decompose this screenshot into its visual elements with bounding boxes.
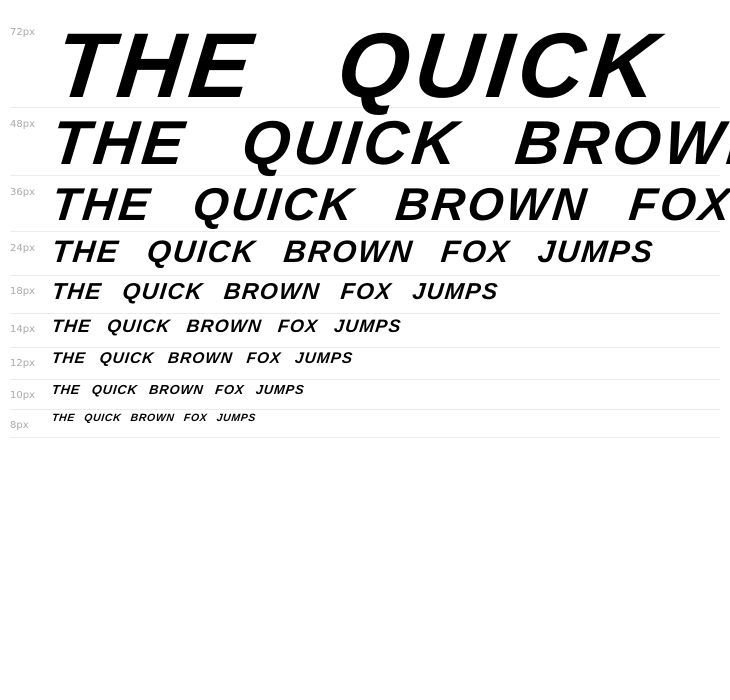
row-18: 18px THE QUICK BROWN FOX JUMPS — [10, 275, 720, 314]
size-label: 36px — [10, 187, 35, 198]
sample-text: THE QUICK BROWN FOX JUMPS — [50, 15, 730, 117]
size-label: 24px — [10, 243, 35, 254]
sample-text: THE QUICK BROWN FOX JUMPS — [51, 412, 257, 424]
row-24: 24px THE QUICK BROWN FOX JUMPS — [10, 231, 720, 276]
size-label: 12px — [10, 358, 35, 369]
size-label: 10px — [10, 390, 35, 401]
sample-text: THE QUICK BROWN FOX JUMPS — [50, 316, 403, 336]
sample-text: THE QUICK BROWN FOX JUMPS — [51, 350, 354, 367]
row-10: 10px THE QUICK BROWN FOX JUMPS — [10, 379, 720, 410]
row-48: 48px THE QUICK BROWN FOX JUMPS — [10, 107, 730, 178]
sample-text: THE QUICK BROWN FOX JUMPS — [51, 382, 306, 397]
row-36: 36px THE QUICK BROWN FOX JUMPS — [10, 175, 730, 232]
size-label: 72px — [10, 27, 35, 38]
row-12: 12px THE QUICK BROWN FOX JUMPS — [10, 347, 720, 380]
size-label: 14px — [10, 324, 35, 335]
sample-text: THE QUICK BROWN FOX JUMPS — [50, 234, 656, 269]
row-14: 14px THE QUICK BROWN FOX JUMPS — [10, 313, 720, 348]
size-label: 48px — [10, 119, 35, 130]
row-72: 72px THE QUICK BROWN FOX JUMPS — [10, 0, 730, 117]
size-label: 8px — [10, 420, 29, 431]
sample-text: THE QUICK BROWN FOX JUMPS — [48, 109, 730, 178]
size-label: 18px — [10, 286, 35, 297]
row-8: 8px THE QUICK BROWN FOX JUMPS — [10, 409, 720, 438]
sample-text: THE QUICK BROWN FOX JUMPS — [50, 278, 501, 304]
sample-text: THE QUICK BROWN FOX JUMPS — [49, 178, 730, 230]
